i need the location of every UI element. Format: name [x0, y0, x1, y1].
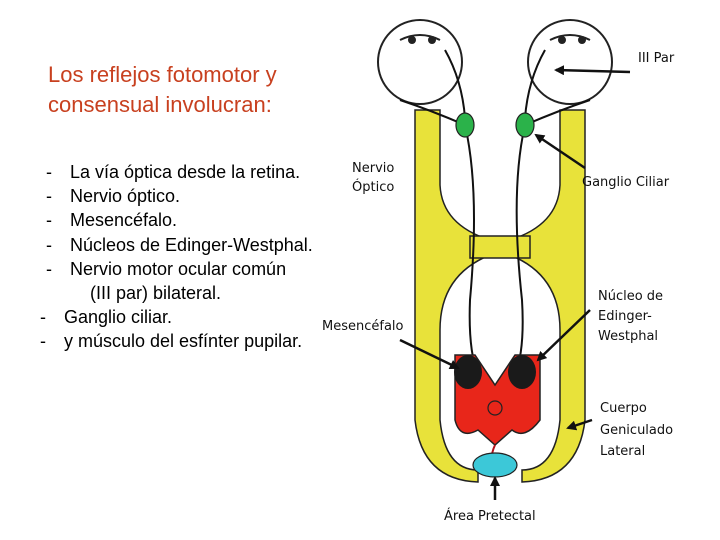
pretectal-area — [472, 452, 518, 478]
right-ew-nucleus — [508, 355, 536, 389]
list-item: -La vía óptica desde la retina. — [46, 160, 426, 184]
bullet-list: -La vía óptica desde la retina. -Nervio … — [40, 160, 426, 354]
label-cuerpo-geniculado: Lateral — [600, 444, 645, 459]
ciliary-ganglia — [455, 112, 535, 138]
slide-title: Los reflejos fotomotor y consensual invo… — [48, 60, 408, 120]
left-optic-tract — [414, 109, 491, 483]
list-item: -Nervio motor ocular común — [46, 257, 426, 281]
bullet-dash: - — [46, 162, 52, 182]
bullet-dash: - — [46, 186, 52, 207]
bullet-text: Mesencéfalo. — [70, 210, 178, 231]
label-nucleo: Edinger- — [598, 309, 652, 324]
bullet-text: Nervio motor ocular común — [70, 258, 287, 279]
label-arrows — [399, 65, 631, 500]
arrow-iii-par — [554, 65, 631, 76]
list-item: -Ganglio ciliar. — [40, 305, 426, 329]
title-line: consensual involucran: — [48, 92, 272, 117]
label-area-pretectal: Área Pretectal — [444, 508, 536, 524]
label-iii-par: III Par — [638, 51, 675, 66]
title-line: Los reflejos fotomotor y — [48, 62, 277, 87]
arrow-nucleo — [536, 309, 591, 362]
bullet-dash: - — [40, 331, 46, 352]
arrow-cuerpo — [566, 418, 593, 431]
bullet-text: Núcleos de Edinger-Westphal. — [70, 234, 313, 255]
chiasm — [469, 235, 531, 259]
edinger-westphal-nuclei — [454, 355, 536, 389]
list-item: -Mesencéfalo. — [46, 208, 426, 232]
bullet-dash: - — [40, 307, 46, 328]
bullet-text: y músculo del esfínter pupilar. — [64, 331, 303, 352]
right-eye — [527, 19, 613, 105]
left-ew-nucleus — [454, 355, 482, 389]
oculomotor-nerves — [399, 49, 591, 376]
bullet-text: La vía óptica desde la retina. — [70, 162, 301, 182]
bullet-dash: - — [46, 234, 52, 255]
arrow-ganglio-ciliar — [534, 133, 586, 170]
list-item: -Núcleos de Edinger-Westphal. — [46, 233, 426, 257]
list-item: -y músculo del esfínter pupilar. — [40, 329, 426, 353]
label-ganglio-ciliar: Ganglio Ciliar — [582, 175, 670, 190]
optic-pathway — [414, 109, 586, 483]
bullet-dash: - — [46, 210, 52, 231]
label-cuerpo-geniculado: Geniculado — [600, 423, 673, 438]
bullet-text: Nervio óptico. — [70, 186, 181, 207]
bullet-dash: - — [46, 258, 52, 279]
right-ciliary-ganglion — [515, 112, 535, 138]
left-ciliary-ganglion — [455, 112, 475, 138]
label-nucleo: Westphal — [598, 329, 658, 344]
list-item: -Nervio óptico. — [46, 184, 426, 208]
mesencephalon — [454, 354, 541, 476]
label-cuerpo-geniculado: Cuerpo — [600, 401, 647, 416]
bullet-text: (III par) bilateral. — [90, 283, 222, 304]
bullet-text: Ganglio ciliar. — [64, 307, 173, 328]
right-optic-tract — [509, 109, 586, 483]
list-item: (III par) bilateral. — [46, 281, 426, 305]
label-nucleo: Núcleo de — [598, 289, 663, 304]
